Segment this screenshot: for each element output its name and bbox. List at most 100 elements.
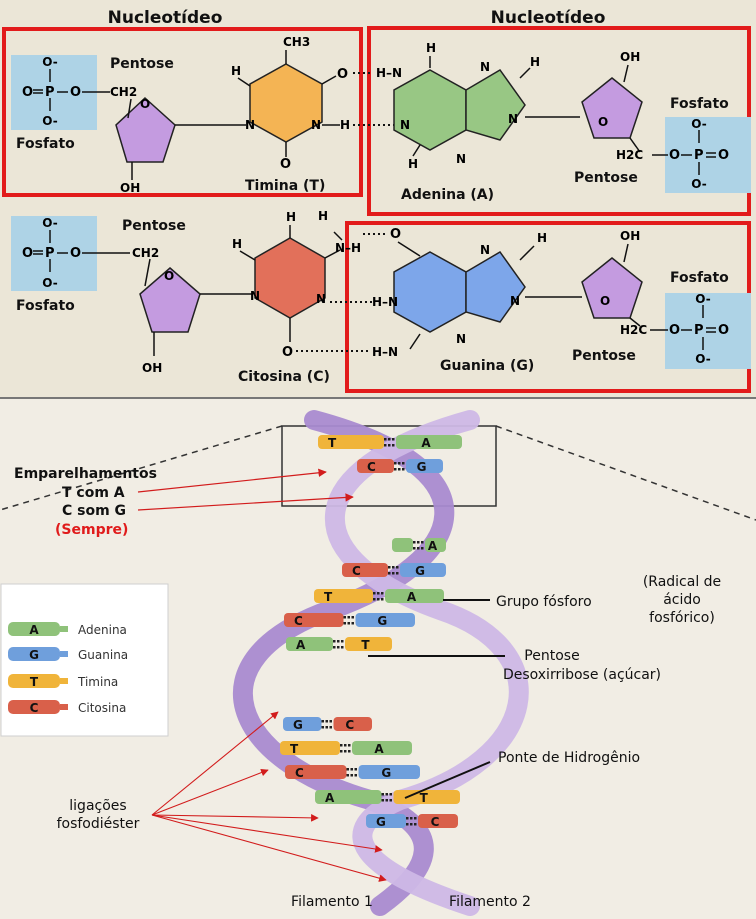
hbond-dot xyxy=(398,462,401,465)
hbond-dot xyxy=(388,438,391,441)
svg-text:H: H xyxy=(408,157,418,171)
hbond-dot xyxy=(341,646,344,649)
svg-text:H: H xyxy=(340,118,350,132)
label-guanina: Guanina (G) xyxy=(440,358,534,374)
base-right xyxy=(385,589,444,603)
hbond-dot xyxy=(417,541,420,544)
base-left-letter: T xyxy=(328,436,337,450)
label-pentose-2: Pentose xyxy=(574,170,638,186)
svg-text:O-: O- xyxy=(42,114,57,128)
base-left-letter: A xyxy=(296,638,306,652)
svg-text:H–N: H–N xyxy=(376,66,402,80)
svg-text:O: O xyxy=(22,246,33,261)
base-left-letter: C xyxy=(367,460,376,474)
hbond-dot xyxy=(344,750,347,753)
svg-text:H2C: H2C xyxy=(616,148,643,162)
base-left-letter: C xyxy=(352,564,361,578)
label-pentose-3: Pentose xyxy=(122,218,186,234)
hbond-dot xyxy=(373,592,376,595)
svg-text:OH: OH xyxy=(142,361,162,375)
base-right xyxy=(418,814,458,828)
svg-text:N: N xyxy=(510,294,520,308)
legend-letter: C xyxy=(30,701,39,715)
hbond-dot xyxy=(329,720,332,723)
svg-text:O: O xyxy=(718,323,729,338)
label-c-som-g: C som G xyxy=(62,503,126,519)
hbond-dot xyxy=(396,566,399,569)
svg-text:H: H xyxy=(286,210,296,224)
hbond-dot xyxy=(413,547,416,550)
svg-text:N: N xyxy=(456,152,466,166)
zoom-guide-left xyxy=(0,425,283,511)
svg-text:O: O xyxy=(669,148,680,163)
hbond-dot xyxy=(388,444,391,447)
base-pair: A xyxy=(392,538,446,553)
label-fosfato-4: Fosfato xyxy=(670,270,729,286)
base-left xyxy=(286,637,333,651)
svg-text:O: O xyxy=(22,85,33,100)
hbond-dot xyxy=(381,793,384,796)
hbond-dot xyxy=(350,768,353,771)
base-left xyxy=(285,765,347,779)
svg-text:N: N xyxy=(250,289,260,303)
atom-ch2-1: CH2 xyxy=(110,85,137,99)
hbond-dot xyxy=(402,468,405,471)
base-right xyxy=(358,765,420,779)
base-right-letter: G xyxy=(381,766,391,780)
hbond-dot xyxy=(392,572,395,575)
hbond-dot xyxy=(351,622,354,625)
base-right xyxy=(406,459,443,473)
label-grupo-fosforo: Grupo fósforo xyxy=(496,594,592,610)
base-left xyxy=(283,717,322,731)
phosphate-group-4: O P O O- O- xyxy=(650,292,751,369)
base-right xyxy=(400,563,446,577)
pentose-ring-1 xyxy=(115,96,176,163)
hbond-dot xyxy=(406,823,409,826)
hbond-dot xyxy=(348,744,351,747)
svg-text:O-: O- xyxy=(691,177,706,191)
svg-text:O: O xyxy=(280,157,291,172)
label-radical-1: (Radical de xyxy=(643,574,721,590)
svg-text:OH: OH xyxy=(620,229,640,243)
phosphate-group-2: O P O O- O- xyxy=(652,117,751,193)
svg-text:H–N: H–N xyxy=(372,345,398,359)
base-left-letter: C xyxy=(295,766,304,780)
legend-swatch xyxy=(8,622,60,636)
svg-text:O: O xyxy=(70,246,81,261)
hbond-dot xyxy=(394,468,397,471)
legend-name: Timina xyxy=(77,675,118,689)
hbond-dot xyxy=(340,744,343,747)
legend-swatch-tip xyxy=(60,678,68,684)
pentose-ring-3 xyxy=(139,267,201,333)
base-left xyxy=(314,589,373,603)
svg-text:H2C: H2C xyxy=(620,323,647,337)
hbond-dot xyxy=(384,438,387,441)
svg-text:O: O xyxy=(337,67,348,82)
hbond-dot xyxy=(377,598,380,601)
hbond-dot xyxy=(333,640,336,643)
base-left-letter: T xyxy=(290,742,299,756)
base-right-letter: C xyxy=(431,815,440,829)
svg-text:OH: OH xyxy=(620,50,640,64)
hbond-dot xyxy=(344,744,347,747)
svg-text:P: P xyxy=(45,85,55,100)
svg-text:H: H xyxy=(232,237,242,251)
svg-text:O: O xyxy=(140,97,150,111)
svg-text:P: P xyxy=(694,148,704,163)
label-emparelhamentos: Emparelhamentos xyxy=(14,466,157,482)
base-right xyxy=(396,435,462,449)
hbond-dot xyxy=(337,646,340,649)
base-left xyxy=(280,741,340,755)
base-right-letter: G xyxy=(415,564,425,578)
hbond-dot xyxy=(350,774,353,777)
pentose-ring-4 xyxy=(581,257,643,319)
hbond-dot xyxy=(389,793,392,796)
svg-text:O: O xyxy=(600,294,610,308)
label-citosina: Citosina (C) xyxy=(238,369,330,385)
svg-text:P: P xyxy=(45,246,55,261)
svg-text:N: N xyxy=(316,292,326,306)
top-panel-bg xyxy=(0,0,756,398)
